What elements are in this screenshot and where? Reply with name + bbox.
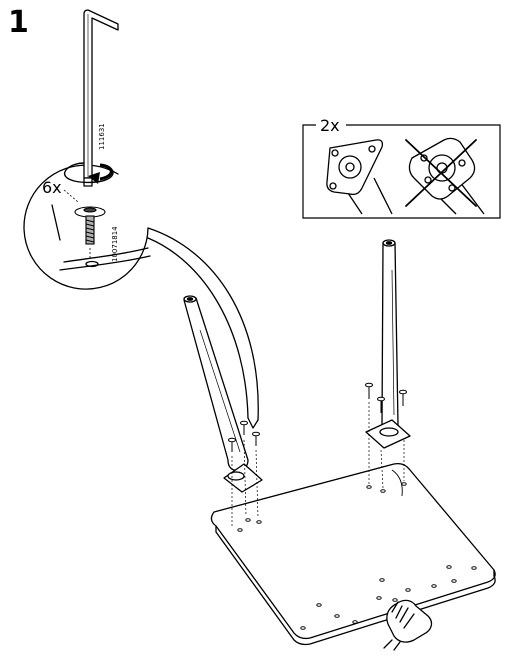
screw-icon [365,382,373,484]
base-plate [210,462,496,646]
right-leg-screws [365,382,407,489]
orientation-box [302,124,501,219]
zoom-circle [23,164,149,290]
callout-tail-inner [147,237,249,419]
left-leg [183,295,263,493]
screw-quantity: 6x [42,178,62,197]
cross-mark-icon [405,139,477,207]
screw-icon [377,396,385,489]
left-leg-screws [228,420,260,526]
hand-icon [383,599,433,651]
screw-icon [228,437,236,526]
plate-inner-line [51,204,61,241]
callout-tail-outer [147,227,259,421]
correct-orientation [326,139,393,215]
rotation-arrow-icon [63,162,114,184]
allen-key-code: 111631 [98,123,106,150]
allen-key [83,9,119,187]
plate-edge-detail-2 [59,255,151,271]
plate-hole-detail [85,260,99,268]
detail-callout [23,164,259,429]
callout-tail-tip [247,417,259,429]
screw-code: 10071814 [111,226,119,262]
incorrect-orientation [408,137,485,215]
screw-icon [399,389,407,481]
step-number: 1 [8,5,29,40]
right-leg [365,239,411,449]
plate-edge-detail [63,247,149,263]
screw-icon [240,420,248,517]
orientation-quantity: 2x [320,116,340,135]
screw-icon [74,206,106,258]
screw-icon [252,431,260,519]
allen-key-body [83,9,119,179]
